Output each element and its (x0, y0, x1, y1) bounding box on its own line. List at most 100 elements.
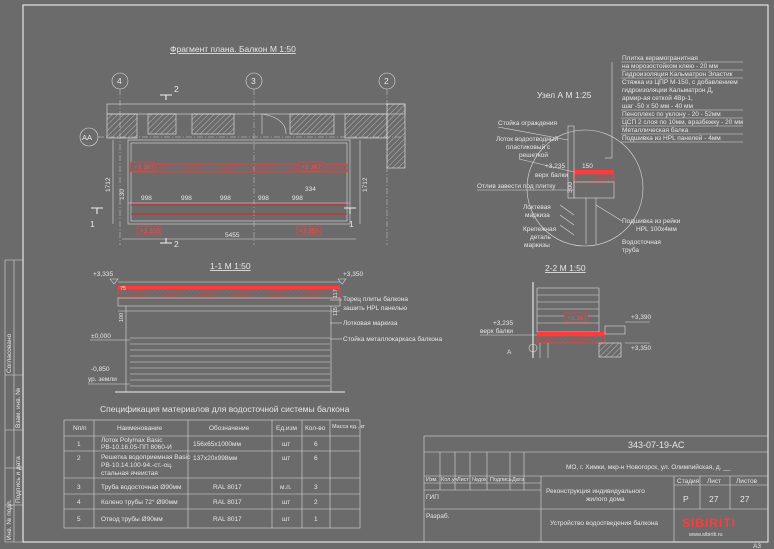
spec-r2-code: 137x20x998мм (193, 455, 238, 462)
plan-dim-1712: 1712 (105, 177, 112, 192)
plan-level-left-top: +3.367 (134, 164, 154, 171)
node-a-marq-2: маркиза (525, 212, 550, 219)
s22-level-beam-label: верх балки (480, 327, 513, 335)
node-a-hpl-2: HPL 100x4мм (636, 226, 677, 233)
plan-view: Фрагмент плана. Балкон М 1:50 4 3 2 АА 2… (79, 44, 406, 249)
node-a-fix-1: Крепежная (523, 226, 557, 233)
plan-dim-998-3: 998 (220, 195, 231, 202)
plan-level-right-top: +3.367 (301, 164, 321, 171)
spec-r1-n: 1 (77, 441, 81, 448)
layer-0: Плитка керамогранитная (622, 55, 698, 62)
stamp-project-1: Реконструкция индивидуального (546, 488, 645, 495)
s11-callout-edge-2: зашить HPL панелью (343, 305, 407, 312)
spec-r5-n: 5 (77, 516, 81, 523)
margin-label-replace: Взам. инв. № (15, 388, 22, 428)
layer-1: на морозостойком клею - 20 мм (622, 62, 718, 70)
stamp-sheet-title: Устройство водоотведения балкона (550, 519, 658, 527)
node-a-dim-300: 300 (567, 182, 574, 193)
axis-4: 4 (117, 76, 122, 86)
node-a: Узел А М 1:25 Плитка керамогранитная на … (477, 55, 744, 254)
layer-8: ЦСП 2 слоя по 10мм, вразбежку - 20 мм (622, 118, 744, 126)
spec-r2-name-1: Решетка водоприемная Basic (101, 454, 191, 461)
s11-dim-100: 100 (119, 313, 125, 322)
spec-r2-unit: шт (282, 455, 290, 462)
spec-r4-code: RAL 8017 (213, 499, 242, 506)
stamp-code: 343-07-19-АС (628, 440, 685, 450)
spec-r3-name: Труба водосточная Ø90мм (101, 483, 182, 491)
node-a-flashing: Отлив завести под плитку (477, 183, 556, 190)
section-22-title: 2-2 М 1:50 (545, 263, 586, 273)
s11-level-ground: -0,850 (91, 366, 110, 373)
table-row: 2 Решетка водоприемная Basic PB-10.14.10… (77, 454, 318, 477)
spec-r1-code: 156x65x1000мм (193, 441, 242, 448)
s11-callout-marquee: Лотковая маркиза (343, 320, 398, 327)
node-a-tray-1: Лоток водоотводный (496, 135, 559, 143)
stamp-stage: Р (683, 494, 689, 504)
plan-dim-130: 130 (119, 189, 126, 200)
spec-r2-n: 2 (77, 455, 81, 462)
margin-label-sign: Подпись и дата (15, 456, 22, 503)
spec-r4-name: Колено трубы 72° Ø90мм (101, 498, 178, 506)
s22-level-b: +3,390 (631, 314, 651, 321)
sheet-frame: Согласовано Взам. инв. № Подпись и дата … (4, 4, 769, 549)
node-a-post: Стойка ограждения (498, 119, 557, 127)
layer-6: шаг -50 х 50 мм - 40 мм (622, 103, 694, 110)
stamp-stage-h: Стадия (677, 478, 700, 485)
layer-2: Гидроизоляция Кальматрон Эластик (622, 71, 733, 78)
stamp-col-date: Дата (512, 477, 525, 483)
spec-r5-unit: шт (282, 516, 290, 523)
plan-dim-998-4: 998 (258, 195, 269, 202)
stamp-lists: 27 (740, 494, 750, 504)
spec-r4-unit: шт (282, 499, 290, 506)
plan-dim-998-2: 998 (181, 195, 192, 202)
spec-h-mass: Масса ед., кг (332, 424, 365, 430)
sheet-size: A3 (753, 543, 761, 549)
node-a-dim-150: 150 (582, 163, 593, 170)
section-1-1: 1-1 М 1:50 +3,335 +3,350 75 100 117 115 … (88, 261, 443, 393)
s11-level-right: +3,350 (343, 271, 363, 278)
spec-h-n: Nп/п (73, 425, 87, 432)
section-2-2: 2-2 М 1:50 +3,235 верх балки +3,390 +3,3… (480, 263, 651, 358)
section-11-title: 1-1 М 1:50 (210, 261, 251, 271)
plan-dim-998-1: 998 (141, 195, 152, 202)
spec-r2-qty: 6 (314, 455, 318, 462)
spec-h-unit: Ед.изм (276, 425, 298, 432)
s11-callout-post: Стойка металлокаркаса балкона (343, 335, 443, 343)
title-block: 343-07-19-АС МО, г. Химки, мкр-н Новогор… (423, 435, 769, 543)
layer-list: Плитка керамогранитная на морозостойком … (605, 55, 744, 159)
spec-r2-name-2: PB-10.14.100-94.-ст.-оц. (101, 462, 173, 469)
spec-h-name: Наименование (117, 425, 162, 432)
plan-dim-998-5: 998 (292, 195, 303, 202)
node-a-tray-3: решеткой (519, 151, 548, 159)
spec-r3-n: 3 (77, 484, 81, 491)
table-row: 1 Лоток Polymax Basic PB-10.16.05-ПП 806… (77, 437, 318, 451)
node-a-pipe-1: Водосточная (622, 239, 661, 246)
spec-r1-qty: 6 (314, 441, 318, 448)
stamp-col-izm: Изм. (426, 477, 438, 483)
stamp-col-doc: №док (472, 477, 487, 483)
layer-9: Металлическая балка (622, 126, 689, 134)
spec-r1-name-1: Лоток Polymax Basic (101, 437, 163, 444)
spec-r4-qty: 2 (314, 499, 318, 506)
node-a-title: Узел А М 1:25 (537, 90, 592, 100)
stamp-gip: ГИП (426, 494, 439, 501)
node-a-hpl-1: Подшивка из рейки (622, 217, 681, 225)
stamp-col-kol: Кол.уч (441, 477, 458, 483)
section-mark-2-top: 2 (174, 84, 179, 94)
s22-level-beam: +3,235 (493, 320, 513, 327)
s11-dim-117: 117 (333, 289, 339, 298)
margin-label-agreed: Согласовано (6, 334, 13, 373)
spec-r5-qty: 1 (314, 516, 318, 523)
layer-7: Пеноплекс по уклону - 20 - 52мм (622, 111, 721, 118)
spec-r3-code: RAL 8017 (213, 484, 242, 491)
node-a-beam-level: +3,235 (545, 163, 565, 170)
spec-r3-unit: м.п. (280, 484, 292, 491)
s22-level-d: +3,367 (567, 315, 587, 322)
spec-h-qty: Кол-во (305, 425, 326, 432)
layer-3: Стяжка из ЦПР М-150, с добавлением (622, 78, 738, 86)
spec-r5-name: Отвод трубы Ø90мм (101, 515, 163, 523)
node-a-fix-3: маркизы (524, 242, 550, 249)
axis-3: 3 (251, 76, 256, 86)
s11-callout-edge: Торец плиты балкона (343, 295, 408, 303)
